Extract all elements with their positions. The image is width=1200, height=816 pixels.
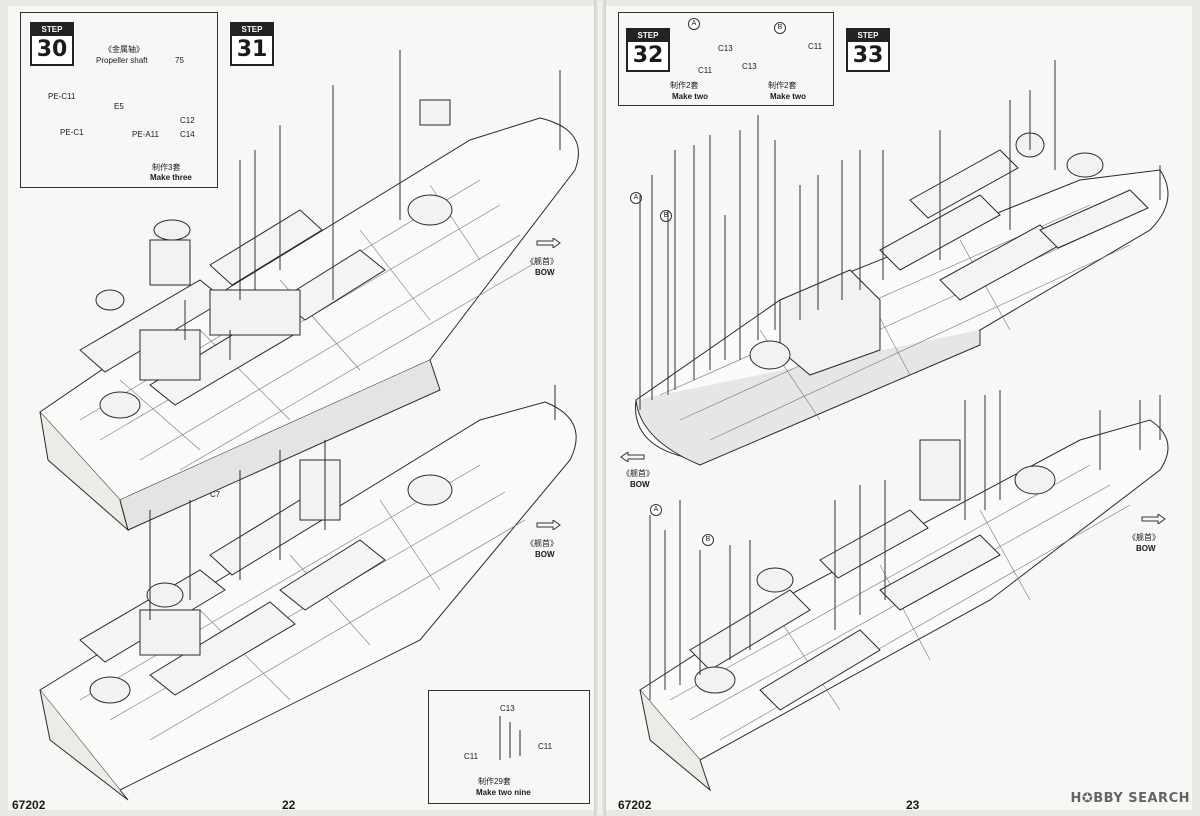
make-two-b-cn: 制作2套 <box>768 81 797 90</box>
part-pe-a11: PE-A11 <box>132 130 159 139</box>
variant-a-marker: A <box>688 18 700 30</box>
propeller-shaft-en: Propeller shaft <box>96 56 148 65</box>
bow-en: BOW <box>535 550 555 559</box>
propeller-shaft-cn: 《金属轴》 <box>104 45 144 54</box>
inset-box <box>428 690 590 804</box>
step32-badge: STEP 32 <box>626 28 670 72</box>
step-label: STEP <box>848 30 888 42</box>
product-code: 67202 <box>12 798 46 812</box>
part-c13: C13 <box>500 704 515 713</box>
bow-cn: 《舰首》 <box>526 257 558 266</box>
make-two-a-en: Make two <box>672 92 709 101</box>
make-two-nine-en: Make two nine <box>476 788 531 797</box>
inset-part-sketch <box>499 716 521 760</box>
page-number: 23 <box>906 798 920 812</box>
step30-box <box>20 12 218 188</box>
bow-arrow-icon <box>620 452 645 462</box>
step-label: STEP <box>232 24 272 36</box>
book-gutter <box>594 0 606 816</box>
step-number: 31 <box>236 37 268 62</box>
step-label: STEP <box>628 30 668 42</box>
make-two-a-cn: 制作2套 <box>670 81 699 90</box>
step-number: 32 <box>632 43 664 68</box>
step31-badge: STEP 31 <box>230 22 274 66</box>
part-e5: E5 <box>114 102 124 111</box>
mast-lines <box>184 50 561 360</box>
hull-lower <box>635 330 981 466</box>
mast-lines <box>149 385 556 620</box>
antenna-arrows <box>649 390 1161 700</box>
step-number: 33 <box>852 43 884 68</box>
deck-grid <box>79 464 526 741</box>
superstructure <box>749 132 1104 376</box>
make-two-nine-cn: 制作29套 <box>478 777 511 786</box>
bow-arrow-icon <box>1141 514 1166 524</box>
part-pe-c1: PE-C1 <box>60 128 84 137</box>
superstructure <box>95 99 453 419</box>
part-c14: C14 <box>180 130 195 139</box>
step-number: 30 <box>36 37 68 62</box>
part-c13: C13 <box>718 44 733 53</box>
bow-en: BOW <box>630 480 650 489</box>
make-three-en: Make three <box>150 173 192 182</box>
hull-side <box>39 689 129 801</box>
dimension-label: 75 <box>175 56 184 65</box>
step32-box <box>618 12 834 106</box>
variant-a-marker: A <box>630 192 642 204</box>
bow-cn: 《舰首》 <box>622 469 654 478</box>
bow-cn: 《舰首》 <box>1128 533 1160 542</box>
bow-arrow-icon <box>536 520 561 530</box>
hull-side <box>119 359 441 531</box>
part-c12: C12 <box>180 116 195 125</box>
step33-badge: STEP 33 <box>846 28 890 72</box>
hull-side <box>639 689 712 792</box>
part-c13: C13 <box>742 62 757 71</box>
page-number: 22 <box>282 798 296 812</box>
antenna-arrows <box>639 60 1161 410</box>
variant-a-marker: A <box>650 504 662 516</box>
part-pe-c11: PE-C11 <box>48 92 76 101</box>
part-c11: C11 <box>808 42 823 51</box>
part-c11: C11 <box>464 752 479 761</box>
bow-cn: 《舰首》 <box>526 539 558 548</box>
make-three-cn: 制作3套 <box>152 163 181 172</box>
step-label: STEP <box>32 24 72 36</box>
part-c11: C11 <box>538 742 553 751</box>
variant-b-marker: B <box>702 534 714 546</box>
bow-en: BOW <box>1136 544 1156 553</box>
variant-b-marker: B <box>660 210 672 222</box>
part-c11: C11 <box>698 66 713 75</box>
part-c7-label: C7 <box>210 490 221 499</box>
watermark-logo: H✪BBY SEARCH <box>1070 791 1190 806</box>
make-two-b-en: Make two <box>770 92 807 101</box>
product-code: 67202 <box>618 798 652 812</box>
bow-en: BOW <box>535 268 555 277</box>
variant-b-marker: B <box>774 22 786 34</box>
superstructure <box>694 439 1056 694</box>
superstructure <box>89 459 453 704</box>
bow-arrow-icon <box>536 238 561 248</box>
step30-badge: STEP 30 <box>30 22 74 66</box>
